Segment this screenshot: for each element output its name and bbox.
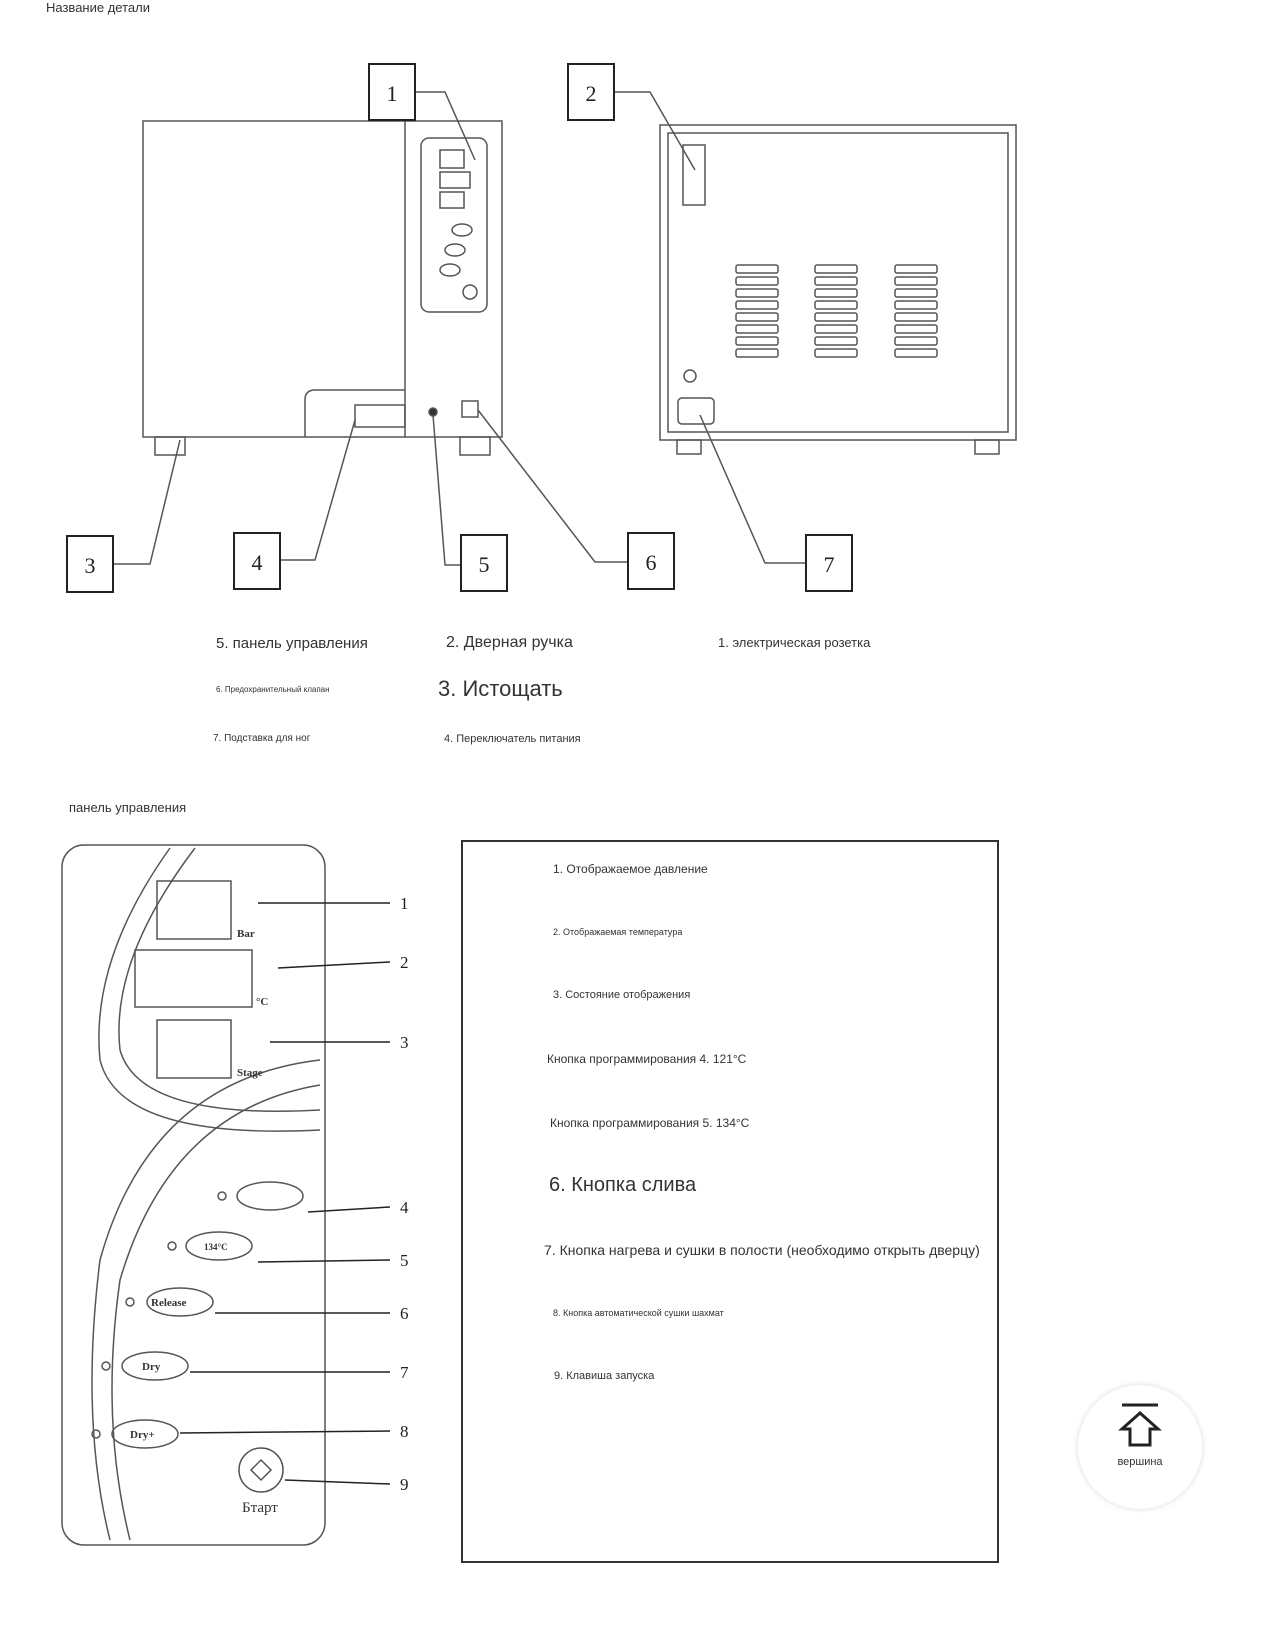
svg-text:Бтарт: Бтарт [242,1500,278,1516]
celsius-label: °C [256,996,268,1008]
arrow-up-home-icon [1118,1403,1162,1447]
button-dry[interactable] [121,1351,189,1381]
vent-slot [814,336,858,346]
vent-slot [735,276,779,286]
stage-label: Stage [237,1067,263,1079]
button-release[interactable] [146,1287,214,1317]
callout-box [368,63,416,121]
back-to-top-button[interactable]: вершина [1078,1385,1202,1509]
control-panel-diagram: Bar °C Stage 134°C Release Dry Dry+ Бтар… [61,844,409,1546]
panel-number: 1 [400,894,409,913]
leader-line [277,961,391,969]
vent-slot [735,312,779,322]
callout-number: 7 [824,552,835,577]
svg-text:Dry: Dry [142,1361,161,1373]
callout-number: 2 [586,81,597,106]
vent-slot [735,300,779,310]
callout-box [627,532,675,590]
vent-slot [894,336,938,346]
vent-slot [894,264,938,274]
panel-legend-item: 7. Кнопка нагрева и сушки в полости (нео… [544,1242,980,1258]
panel-number: 6 [400,1304,409,1323]
vent-slot [894,348,938,358]
front-view-body [142,120,503,438]
button-134[interactable] [185,1231,253,1261]
vent-slot [814,288,858,298]
legend-item: 1. электрическая розетка [718,635,871,650]
legend-item: 6. Предохранительный клапан [216,685,330,694]
legend-item: 5. панель управления [216,635,368,652]
svg-text:Dry+: Dry+ [130,1429,155,1441]
front-control-panel [420,137,488,313]
vent-slot [814,264,858,274]
panel-heading: панель управления [69,800,187,815]
vent-slot [735,264,779,274]
panel-legend-item: 3. Состояние отображения [553,989,691,1001]
callout-box [66,535,114,593]
legend-item: 4. Переключатель питания [444,733,581,745]
panel-legend-item: 2. Отображаемая температура [553,927,683,937]
callout-box [805,534,853,592]
svg-text:Release: Release [151,1297,187,1309]
vent-slot [894,288,938,298]
panel-number: 5 [400,1251,409,1270]
start-button[interactable] [238,1447,284,1493]
button-121[interactable] [236,1181,304,1211]
callout-box [460,534,508,592]
leader-line [257,1259,391,1263]
vent-slot [894,324,938,334]
vent-slot [894,312,938,322]
svg-text:134°C: 134°C [204,1242,228,1252]
parts-heading: Название детали [46,0,150,15]
panel-legend-item: 9. Клавиша запуска [554,1370,655,1382]
back-to-top-label: вершина [1117,1456,1163,1468]
panel-number: 8 [400,1422,409,1441]
vent-slot [814,276,858,286]
legend-item: 7. Подставка для ног [213,733,311,744]
callout-number: 4 [252,550,263,575]
callout-number: 5 [479,552,490,577]
panel-legend-box: 1. Отображаемое давление 2. Отображаемая… [461,840,999,1563]
vent-slot [894,276,938,286]
panel-number: 3 [400,1033,409,1052]
panel-legend-item: Кнопка программирования 5. 134°C [550,1116,750,1130]
panel-number: 4 [400,1198,409,1217]
panel-legend-item: Кнопка программирования 4. 121°C [547,1052,747,1066]
panel-legend-item: 6. Кнопка слива [549,1174,697,1196]
legend-item: 3. Истощать [438,676,563,701]
panel-legend-item: 8. Кнопка автоматической сушки шахмат [553,1308,724,1318]
vent-slot [814,312,858,322]
vent-slot [735,324,779,334]
vent-slot [735,288,779,298]
panel-number: 7 [400,1363,409,1382]
vent-slot [814,300,858,310]
vent-slot [735,348,779,358]
legend-item: 2. Дверная ручка [446,634,573,651]
leader-line [307,1206,391,1213]
autoclave-diagram: 1 2 3 4 5 6 7 [66,63,1017,593]
panel-number: 9 [400,1475,409,1494]
callout-number: 3 [85,553,96,578]
bar-label: Bar [237,928,255,940]
fuse-holder [682,144,706,206]
vent-slot [894,300,938,310]
button-dry-plus[interactable] [111,1419,179,1449]
back-view-body [659,124,1017,441]
callout-box [567,63,615,121]
leader-line [284,1479,391,1485]
vent-slot [814,324,858,334]
callout-number: 6 [646,550,657,575]
callout-box [233,532,281,590]
leader-line [179,1430,391,1434]
panel-legend-item: 1. Отображаемое давление [553,862,708,876]
power-socket [677,397,715,425]
callout-number: 1 [387,81,398,106]
panel-number: 2 [400,953,409,972]
vent-slot [735,336,779,346]
vent-slot [814,348,858,358]
